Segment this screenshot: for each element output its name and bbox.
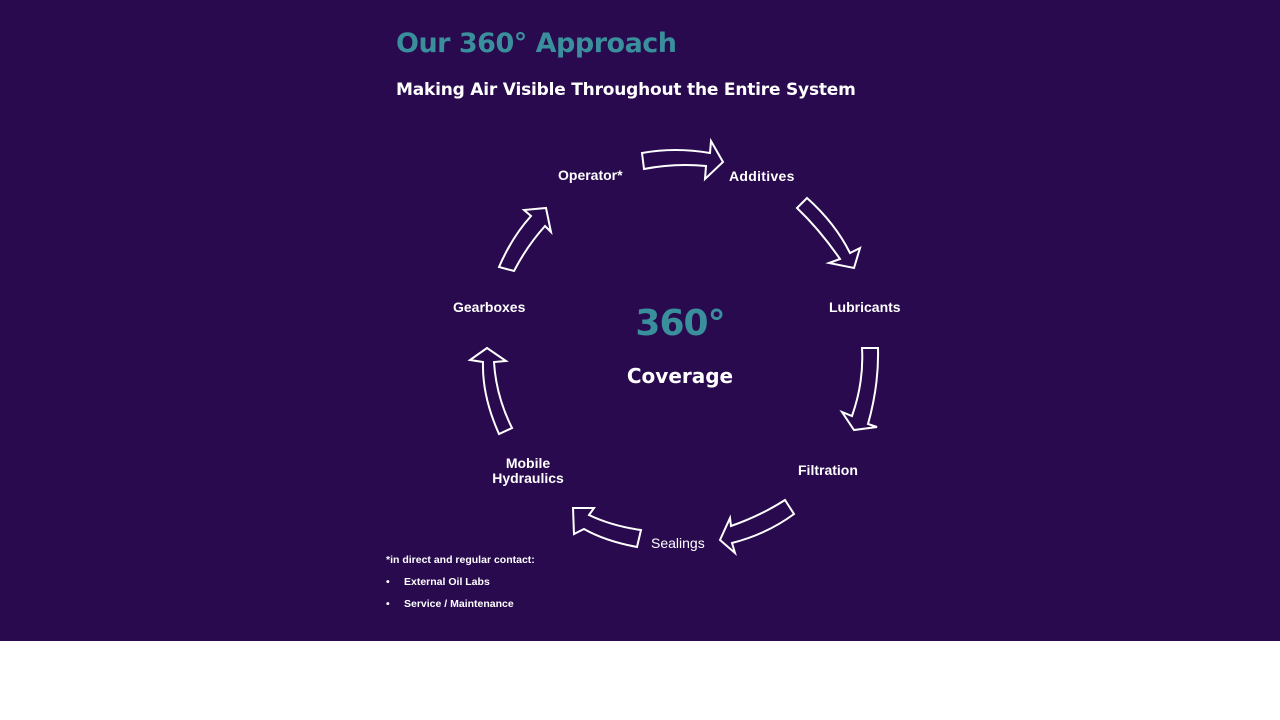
node-mobile-hydraulics: Mobile Hydraulics bbox=[482, 456, 574, 486]
node-mobile-hydraulics-line1: Mobile bbox=[505, 455, 551, 471]
arrow-sealings-to-mobilehydraulics-icon bbox=[571, 507, 643, 549]
node-mobile-hydraulics-line2: Hydraulics bbox=[492, 470, 564, 486]
footnote-heading: *in direct and regular contact: bbox=[386, 554, 535, 566]
arrow-additives-to-lubricants-icon bbox=[795, 196, 862, 270]
node-filtration: Filtration bbox=[798, 462, 858, 478]
footnote-item-text: Service / Maintenance bbox=[404, 598, 514, 610]
center-label: Coverage bbox=[626, 364, 734, 388]
node-lubricants: Lubricants bbox=[829, 299, 901, 315]
node-sealings: Sealings bbox=[651, 535, 705, 551]
arrow-lubricants-to-filtration-icon bbox=[839, 347, 880, 432]
footnote-item-text: External Oil Labs bbox=[404, 576, 490, 588]
arrow-mobilehydraulics-to-gearboxes-icon bbox=[467, 346, 514, 436]
footnote-item: • External Oil Labs bbox=[386, 576, 514, 598]
arrow-gearboxes-to-operator-icon bbox=[497, 206, 553, 273]
bullet-icon: • bbox=[386, 598, 390, 610]
center-value: 360° bbox=[635, 303, 725, 344]
slide-subtitle: Making Air Visible Throughout the Entire… bbox=[396, 80, 856, 100]
arrow-operator-to-additives-icon bbox=[640, 137, 725, 182]
cycle-arrows bbox=[467, 137, 880, 557]
slide-background: Our 360° Approach Making Air Visible Thr… bbox=[0, 0, 1280, 641]
bullet-icon: • bbox=[386, 576, 390, 588]
slide-title: Our 360° Approach bbox=[396, 28, 677, 59]
node-additives: Additives bbox=[729, 168, 795, 184]
footnote-list: • External Oil Labs • Service / Maintenanc… bbox=[386, 576, 514, 620]
node-operator: Operator* bbox=[558, 167, 623, 183]
node-gearboxes: Gearboxes bbox=[453, 299, 526, 315]
arrow-filtration-to-sealings-icon bbox=[718, 498, 796, 557]
footnote-item: • Service / Maintenance bbox=[386, 598, 514, 620]
